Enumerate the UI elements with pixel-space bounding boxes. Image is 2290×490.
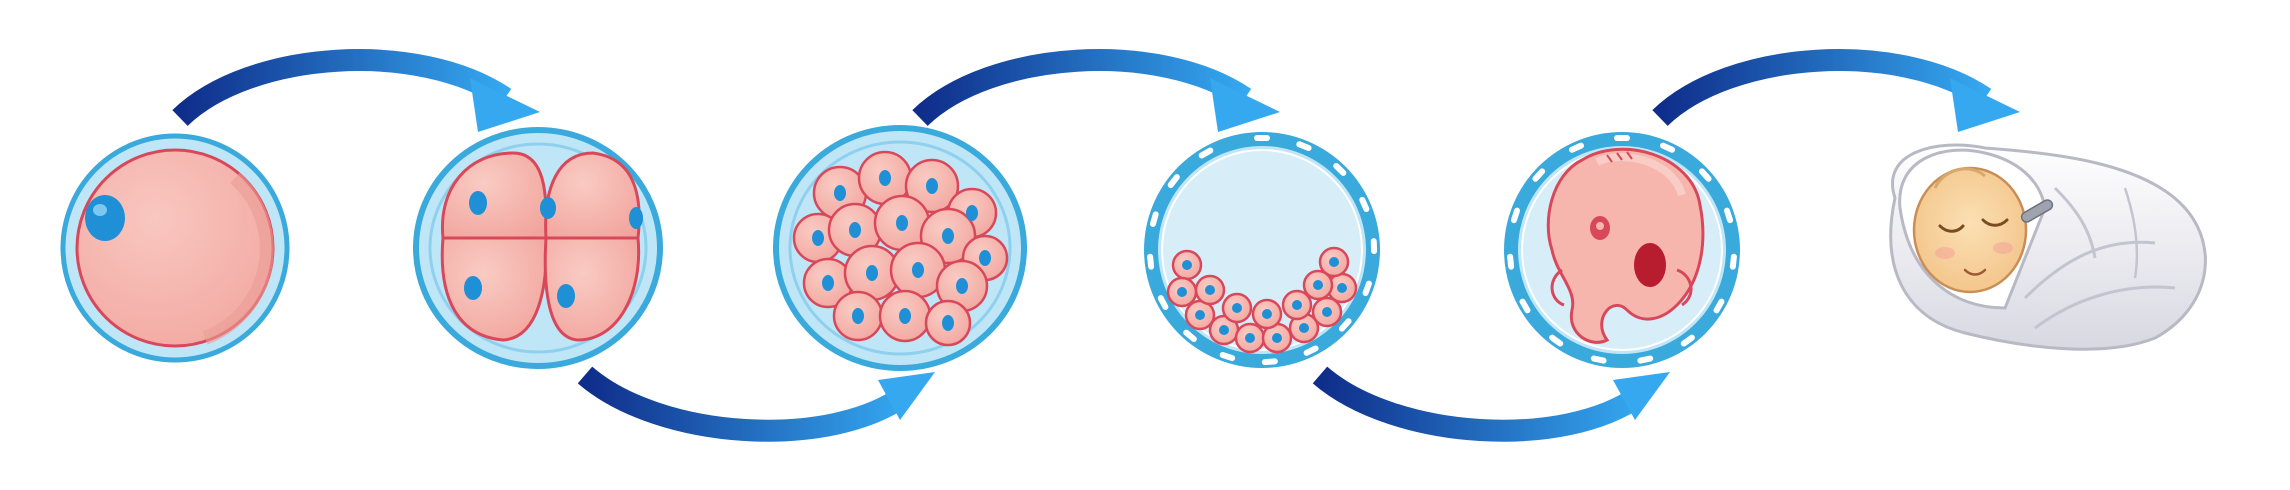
safety-pin-icon xyxy=(2020,199,2054,223)
newborn-baby xyxy=(1889,143,2207,351)
four-cell-stage xyxy=(413,127,663,369)
morula xyxy=(773,125,1027,371)
arrow-blastocyst-to-embryo xyxy=(1312,366,1670,442)
arrow-four-cell-to-morula xyxy=(577,366,935,442)
nucleus xyxy=(85,195,125,241)
embryo-heart xyxy=(1634,243,1666,287)
arrow-embryo-to-baby xyxy=(1652,49,2020,132)
blastocyst xyxy=(1144,132,1380,368)
arrow-zygote-to-four-cell xyxy=(172,49,540,132)
embryo xyxy=(1504,132,1740,368)
zygote xyxy=(60,133,290,363)
arrow-morula-to-blastocyst xyxy=(912,49,1280,132)
embryo-body xyxy=(1546,147,1705,344)
